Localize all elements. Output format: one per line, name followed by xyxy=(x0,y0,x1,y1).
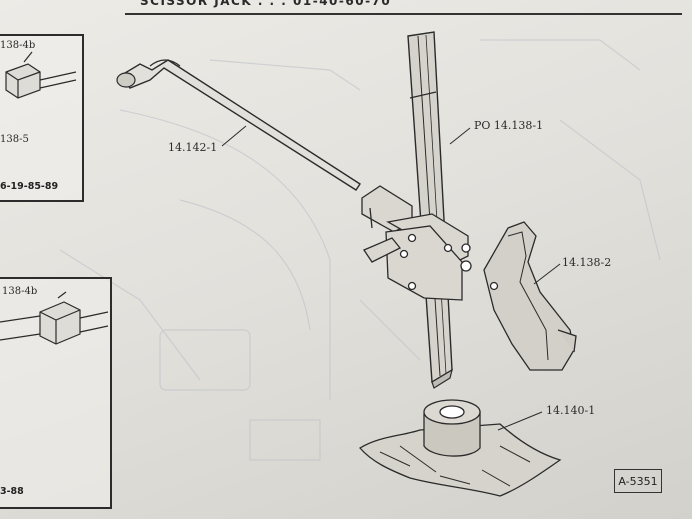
callout-handle: 14.142-1 xyxy=(168,141,218,154)
post-drawing xyxy=(407,31,453,389)
callout-base: 14.140-1 xyxy=(546,404,596,417)
callout-post: PO 14.138-1 xyxy=(474,119,544,132)
figure-id-plate: A-5351 xyxy=(614,469,662,493)
handle-drawing xyxy=(116,59,361,191)
callout-bracket: 14.138-2 xyxy=(562,256,612,269)
page-header-title: SCISSOR JACK . . . 01-40-60-70 xyxy=(140,0,392,8)
bracket-drawing xyxy=(483,221,577,371)
header-rule xyxy=(125,13,682,15)
base-drawing xyxy=(359,399,562,497)
leader-lines xyxy=(221,125,561,431)
inset-top-figure-ref: 6-19-85-89 xyxy=(0,181,59,192)
inset-top-left xyxy=(0,34,84,202)
inset-bottom-part-a: 138-4b xyxy=(2,286,38,297)
inset-top-part-a: 138-4b xyxy=(0,40,36,51)
inset-bottom-figure-ref: 3-88 xyxy=(0,486,24,497)
inset-top-part-b: 138-5 xyxy=(0,134,29,145)
mechanism-drawing xyxy=(361,185,472,301)
